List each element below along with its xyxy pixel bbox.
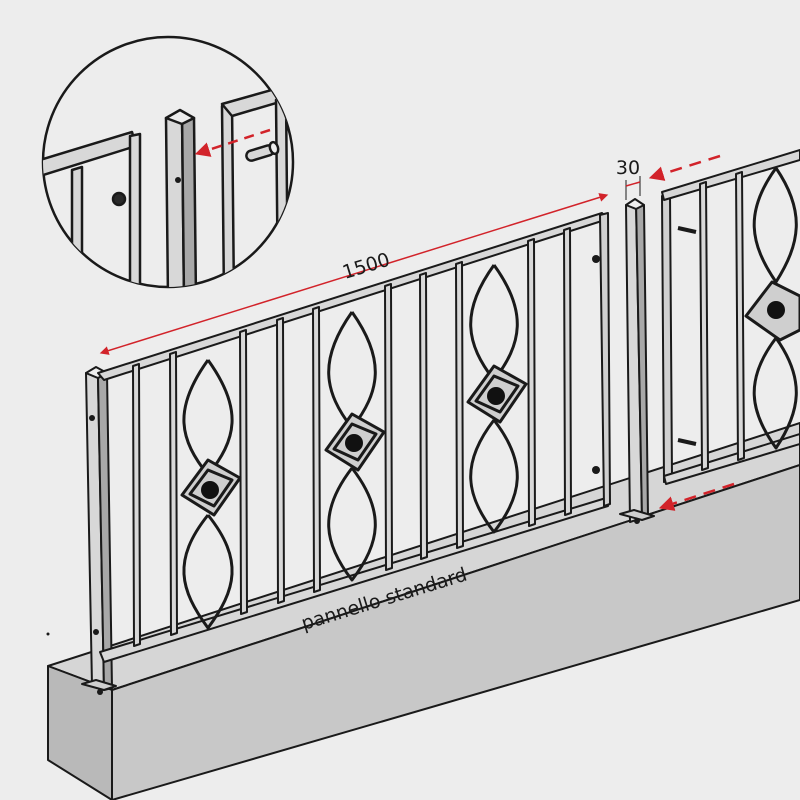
curb-mark xyxy=(46,632,50,636)
bar xyxy=(563,227,572,516)
panel-pin-hole xyxy=(592,466,600,474)
base-plate-bolt xyxy=(97,689,103,695)
bottom-rail xyxy=(99,497,609,663)
rosette xyxy=(345,434,363,452)
detail-bar xyxy=(70,165,84,287)
panel-pin-hole xyxy=(592,255,600,263)
insert-pin xyxy=(677,226,697,234)
post-pin-hole xyxy=(89,415,95,421)
bar xyxy=(239,329,248,615)
bar xyxy=(384,283,393,571)
insert-pin xyxy=(677,438,697,446)
bar xyxy=(527,238,536,527)
bar xyxy=(455,261,464,549)
bar xyxy=(735,171,745,461)
insert-arrow-bottom xyxy=(658,482,735,511)
next-panel-top-rail xyxy=(661,149,800,201)
ornament-center xyxy=(324,311,386,582)
middle-post-base-plate xyxy=(619,509,655,521)
width-dimension-label: 1500 xyxy=(340,249,393,284)
post-pin-hole xyxy=(93,629,99,635)
detail-pin-head xyxy=(111,191,127,207)
bar xyxy=(132,363,141,647)
post-dimension-label: 30 xyxy=(616,157,640,179)
rosette xyxy=(487,387,505,405)
ornament-left xyxy=(180,359,242,630)
bar xyxy=(276,317,285,604)
detail-zoom-circle xyxy=(41,35,295,289)
detail-post-cap xyxy=(164,108,196,126)
post-dimension: 30 xyxy=(616,157,641,200)
next-panel-left-stile xyxy=(661,193,673,483)
end-post-base-plate xyxy=(81,679,117,691)
ornament-right xyxy=(466,264,528,534)
detail-post-side xyxy=(180,110,198,287)
next-panel-bottom-rail xyxy=(663,433,800,485)
ornament-next xyxy=(744,167,800,450)
detail-right-stile xyxy=(128,132,142,287)
bar xyxy=(169,351,178,636)
insert-arrow-top xyxy=(648,154,721,181)
detail-pin-end xyxy=(268,140,280,156)
panel-right-stile xyxy=(599,212,611,507)
bar xyxy=(312,306,321,593)
curb-long-face xyxy=(111,464,800,800)
middle-post xyxy=(619,198,655,524)
next-fence-panel xyxy=(661,149,800,485)
rosette xyxy=(767,301,785,319)
rosette xyxy=(201,481,219,499)
bar xyxy=(699,181,709,471)
detail-insert-arrow xyxy=(194,128,271,157)
detail-right-panel-bar xyxy=(274,95,290,287)
detail-post-hole xyxy=(175,177,181,183)
bar xyxy=(419,272,428,560)
